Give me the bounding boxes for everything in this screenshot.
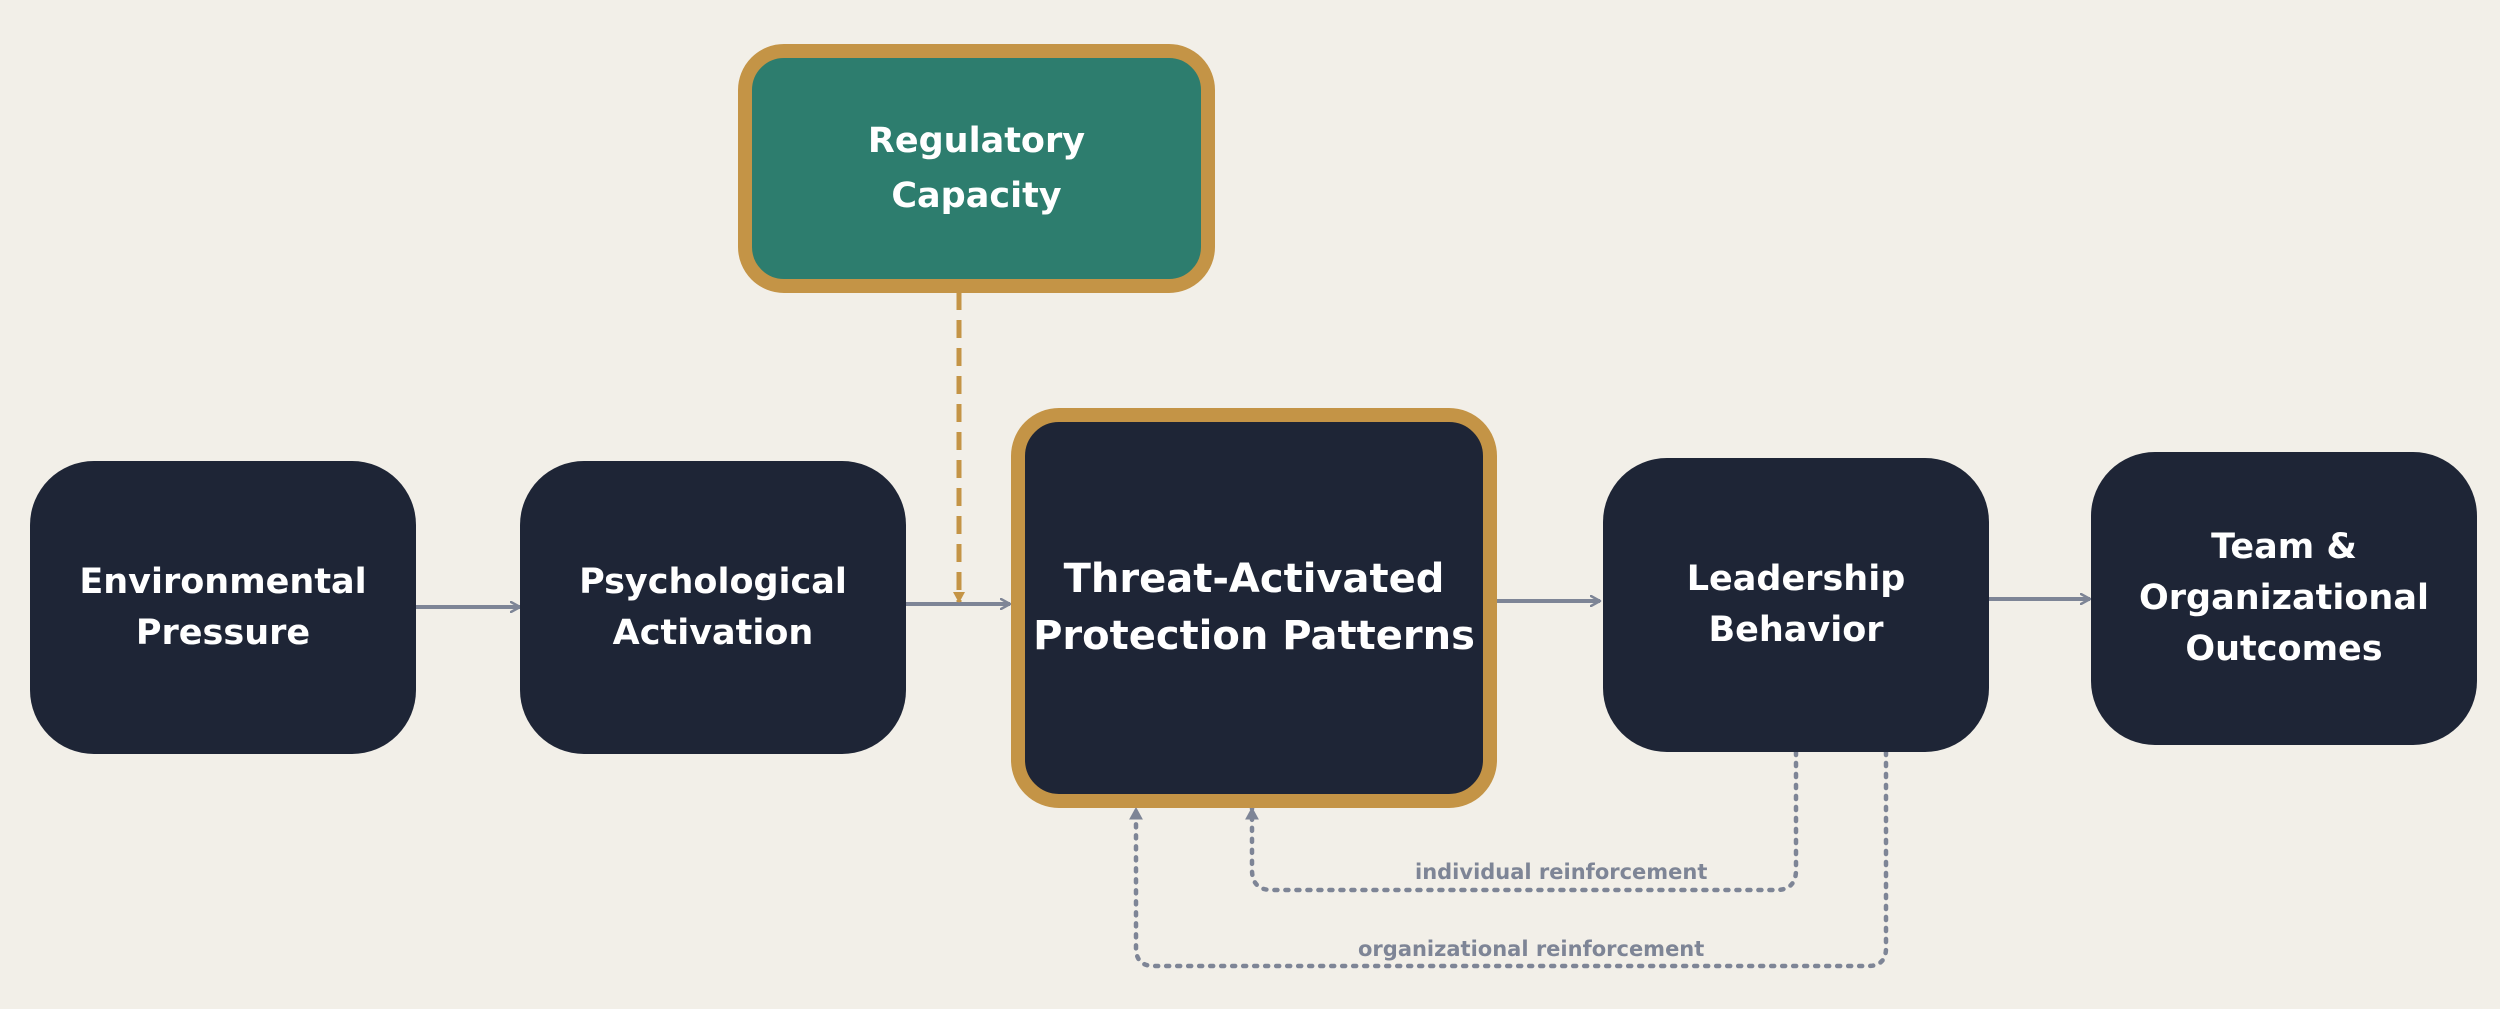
label-organizational-reinforcement: organizational reinforcement — [1358, 937, 1705, 961]
node-threat-activated-label: Threat-Activated Protection Patterns — [1033, 556, 1475, 659]
node-leadership-behavior: Leadership Behavior — [1603, 458, 1989, 752]
node-team-organizational-outcomes: Team & Organizational Outcomes — [2091, 452, 2477, 745]
node-psychological-activation: Psychological Activation — [520, 461, 906, 754]
label-individual-reinforcement: individual reinforcement — [1415, 860, 1708, 884]
node-regulatory-capacity: Regulatory Capacity — [738, 44, 1215, 293]
loop-organizational-reinforcement — [1129, 749, 1889, 969]
loop-individual-reinforcement — [1245, 749, 1799, 893]
node-leadership-behavior-label: Leadership Behavior — [1686, 559, 1906, 650]
node-threat-activated-protection-patterns: Threat-Activated Protection Patterns — [1011, 408, 1497, 808]
node-environmental-pressure-label: Environmental Pressure — [79, 561, 367, 653]
node-regulatory-capacity-label: Regulatory Capacity — [867, 120, 1086, 216]
node-team-outcomes-label: Team & Organizational Outcomes — [2139, 527, 2429, 669]
node-environmental-pressure: Environmental Pressure — [30, 461, 416, 754]
node-psychological-activation-label: Psychological Activation — [579, 561, 847, 653]
